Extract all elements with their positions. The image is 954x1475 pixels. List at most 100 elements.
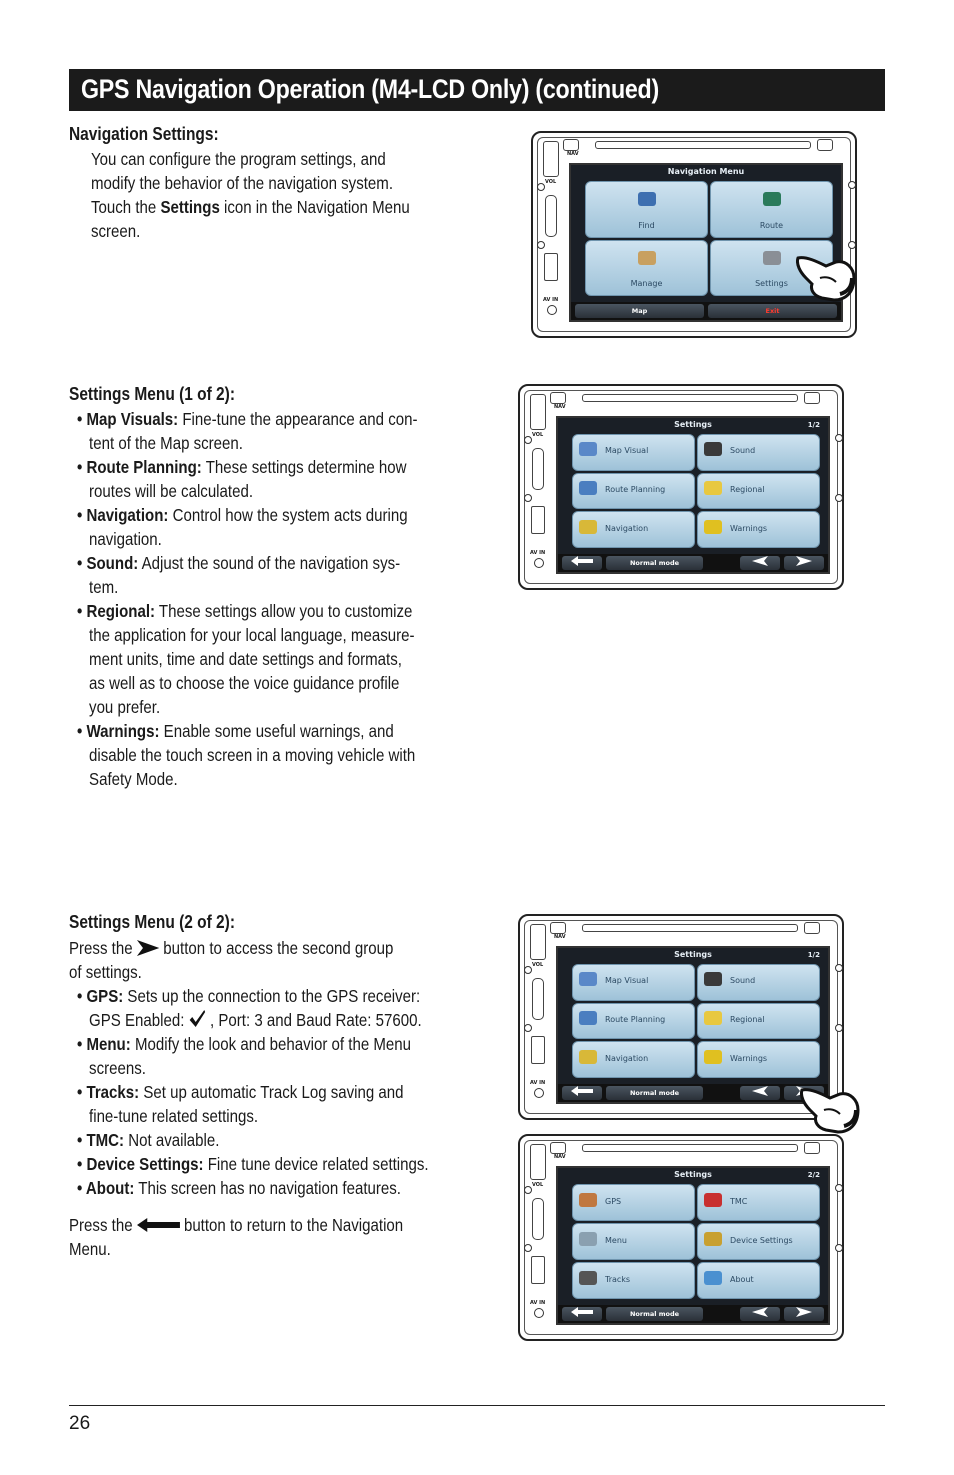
device-bezel [524,390,838,584]
back-arrow-icon [571,556,593,566]
menu-tile[interactable]: Sound [697,434,820,471]
prev-arrow-icon [752,1086,768,1096]
list-text: Set up automatic Track Log saving and [139,1082,404,1102]
volume-rocker[interactable] [530,924,546,960]
warning-icon [704,519,722,534]
menu-tile[interactable]: About [697,1262,820,1299]
prev-button[interactable] [740,1307,780,1321]
avin-jack [534,1088,544,1098]
warning-icon [704,1049,722,1064]
screen-title: Navigation Menu [667,167,745,176]
list-text: These settings determine how [201,457,407,477]
side-knob [848,181,856,189]
route-planning-icon [579,480,597,495]
next-button[interactable] [784,1307,824,1321]
power-button[interactable] [550,392,566,404]
screen-title: Settings [674,1170,712,1179]
list-item-cont: GPS Enabled: , Port: 3 and Baud Rate: 57… [77,1008,429,1032]
text-line: screen. [91,221,141,241]
menu-tile[interactable]: Navigation [572,511,695,548]
menu-tile[interactable]: Sound [697,964,820,1001]
next-arrow-icon [136,940,160,956]
menu-tile-label: Menu [605,1235,627,1245]
side-knob [835,434,843,442]
menu-tile-label: Manage [630,279,663,288]
power-button[interactable] [550,922,566,934]
mode-button[interactable]: Normal mode [606,1307,703,1321]
mode-button[interactable]: Normal mode [606,1086,703,1100]
avin-label: AV IN [530,550,546,556]
avin-jack [534,1308,544,1318]
list-item-cont: as well as to choose the voice guidance … [89,673,400,693]
menu-tile-label: Regional [730,484,765,494]
tools-icon [762,250,781,265]
menu-tile-label: TMC [730,1196,748,1206]
text-line: modify the behavior of the navigation sy… [91,173,394,193]
menu-tile[interactable]: Warnings [697,511,820,548]
menu-tile[interactable]: Route Planning [572,1002,695,1040]
menu-tile[interactable]: Device Settings [697,1223,820,1260]
menu-tile[interactable]: Regional [697,472,820,510]
volume-rocker[interactable] [530,394,546,430]
list-text: These settings allow you to customize [155,601,413,621]
prev-arrow-icon [752,556,768,566]
eject-button[interactable] [804,922,820,934]
disc-slot [582,924,798,932]
settings1-list: • Map Visuals: Fine-tune the appearance … [77,407,417,791]
back-button[interactable] [562,556,602,570]
text-run: , Port: 3 and Baud Rate: 57600. [205,1010,422,1030]
eject-button[interactable] [817,139,833,151]
menu-tile[interactable]: Tracks [572,1262,695,1299]
menu-tile[interactable]: Warnings [697,1041,820,1078]
power-button[interactable] [563,139,579,151]
menu-tile[interactable]: Manage [585,239,708,296]
screen-title: Settings [674,420,712,429]
avin-label: AV IN [530,1080,546,1086]
menu-tile[interactable]: Menu [572,1223,695,1260]
menu-tile[interactable]: TMC [697,1184,820,1221]
about-icon [704,1270,722,1285]
map-button[interactable]: Map [575,304,704,318]
prev-button[interactable] [740,1086,780,1100]
text-run: GPS Enabled: [89,1010,189,1030]
indicator-dot [537,183,545,191]
exit-button[interactable]: Exit [708,304,837,318]
back-button[interactable] [562,1086,602,1100]
menu-tile[interactable]: Map Visual [572,964,695,1001]
menu-tile[interactable]: Map Visual [572,434,695,471]
route-planning-icon [579,1010,597,1025]
mode-button[interactable]: Normal mode [606,556,703,570]
list-item: • GPS: Sets up the connection to the GPS… [77,984,429,1008]
menu-tile[interactable]: Navigation [572,1041,695,1078]
indicator-dot [524,966,532,974]
volume-rocker[interactable] [543,141,559,177]
map-visual-icon [579,442,597,457]
page-title: GPS Navigation Operation (M4-LCD Only) (… [81,74,659,104]
speaker-icon [704,442,722,457]
flag-icon [704,480,722,495]
menu-tile[interactable]: Route Planning [572,472,695,510]
list-term: • Navigation: [77,505,169,525]
power-button[interactable] [550,1142,566,1154]
prev-button[interactable] [740,556,780,570]
menu-tile[interactable]: Route [710,181,833,238]
eject-button[interactable] [804,392,820,404]
menu-tile-label: Route [759,220,784,230]
nav-label: NAV [554,1154,566,1160]
list-term: • Map Visuals: [77,409,179,429]
menu-tile[interactable]: Regional [697,1002,820,1040]
avin-jack [547,305,557,315]
back-button[interactable] [562,1307,602,1321]
screen-page-indicator: 1/2 [807,421,820,429]
list-item-cont: routes will be calculated. [89,481,254,501]
volume-rocker[interactable] [530,1144,546,1180]
avin-jack [534,558,544,568]
next-button[interactable] [784,556,824,570]
text-line: Press the button to return to the Naviga… [69,1213,403,1237]
device-settings-icon [704,1231,722,1246]
menu-tile[interactable]: Find [585,181,708,238]
menu-tile[interactable]: GPS [572,1184,695,1221]
list-text: Adjust the sound of the navigation sys- [138,553,401,573]
eject-button[interactable] [804,1142,820,1154]
